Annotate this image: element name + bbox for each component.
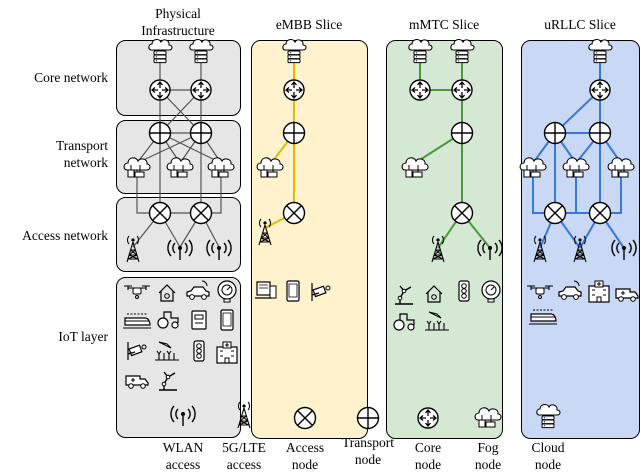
core-node-icon [589, 79, 611, 101]
monitor-icon [191, 310, 207, 330]
access-node-icon [543, 201, 567, 225]
transport-node-icon [189, 121, 213, 145]
legend-label-core-1: Core [415, 440, 441, 455]
traffic-light-icon [458, 280, 470, 302]
embb-header: eMBB Slice [276, 17, 342, 32]
access-node-icon [588, 201, 612, 225]
legend-label-fog-2: node [475, 457, 501, 472]
legend-core-node-icon [417, 407, 439, 429]
row-label-transport-line2: network [64, 155, 108, 170]
legend-label-access-2: node [292, 457, 318, 472]
physical-header-line1: Physical [155, 6, 201, 21]
smartphone-icon [286, 280, 300, 302]
legend-label-transport-2: node [355, 452, 381, 467]
core-node-icon [451, 79, 473, 101]
access-node-icon [282, 201, 306, 225]
embb-slice-panel [251, 40, 368, 439]
traffic-light-icon [193, 340, 205, 362]
legend-label-fog-1: Fog [477, 440, 498, 455]
row-label-access: Access network [22, 228, 108, 243]
legend-label-cloud-2: node [535, 457, 561, 472]
legend-label-access-1: Access [286, 440, 324, 455]
physical-header-line2: Infrastructure [141, 23, 214, 38]
smartphone-icon [220, 309, 234, 331]
legend-label-wlan-1: WLAN [163, 440, 204, 455]
access-node-icon [189, 201, 213, 225]
legend-label-core-2: node [415, 457, 441, 472]
legend-label-transport-1: Transport [342, 435, 394, 450]
urllc-header: uRLLC Slice [544, 17, 616, 32]
physical-iot-box [116, 277, 241, 438]
core-node-icon [283, 79, 305, 101]
row-label-iot: IoT layer [58, 329, 108, 344]
transport-node-icon [588, 121, 612, 145]
row-label-transport-line1: Transport [56, 138, 108, 153]
mmtc-links [414, 60, 491, 249]
physical-core-box [116, 40, 241, 116]
legend-label-5g-2: access [227, 457, 261, 472]
legend-label-wlan-2: access [166, 457, 200, 472]
access-node-icon [148, 201, 172, 225]
core-node-icon [149, 79, 171, 101]
access-node-icon [450, 201, 474, 225]
transport-node-icon [543, 121, 567, 145]
legend-transport-node-icon [356, 406, 380, 430]
legend: WLAN access 5G/LTE access Access node Tr… [163, 401, 565, 472]
transport-node-icon [148, 121, 172, 145]
physical-links [132, 62, 222, 248]
core-node-icon [190, 79, 212, 101]
row-label-core: Core network [34, 70, 108, 85]
core-node-icon [409, 79, 431, 101]
legend-label-cloud-1: Cloud [531, 440, 564, 455]
transport-node-icon [450, 121, 474, 145]
mmtc-header: mMTC Slice [409, 17, 479, 32]
physical-transport-box [116, 120, 241, 194]
legend-label-5g-1: 5G/LTE [222, 440, 266, 455]
legend-access-node-icon [293, 406, 317, 430]
transport-node-icon [282, 121, 306, 145]
physical-access-box [116, 197, 241, 272]
